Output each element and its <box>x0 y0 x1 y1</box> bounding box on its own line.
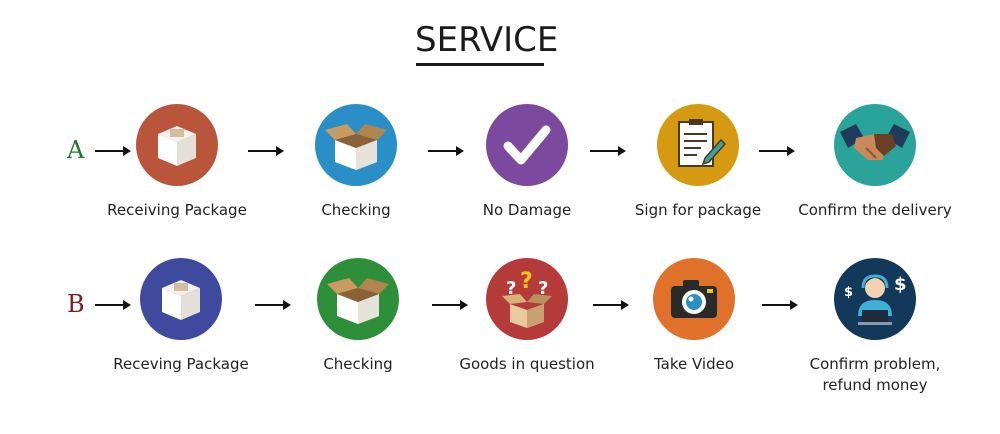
box-closed-icon <box>136 104 218 186</box>
box-open-icon <box>315 104 397 186</box>
step-label: Sign for package <box>634 201 762 219</box>
arrow-icon <box>593 300 629 310</box>
arrow-icon <box>762 300 798 310</box>
step-circle <box>315 104 397 186</box>
arrow-icon <box>432 300 468 310</box>
camera-icon <box>653 258 735 340</box>
step-circle <box>136 104 218 186</box>
step-label: Checking <box>321 201 391 219</box>
checkmark-icon <box>486 104 568 186</box>
step-circle <box>486 104 568 186</box>
box-closed-icon <box>140 258 222 340</box>
step-label: Goods in question <box>459 355 595 373</box>
arrow-icon <box>590 146 626 156</box>
arrow-icon <box>95 300 131 310</box>
step-label: Receiving Package <box>107 201 247 219</box>
row-letter-a: A <box>67 136 85 164</box>
title-underline <box>416 63 544 66</box>
step-label: Take Video <box>653 355 735 373</box>
step-circle: $ $ <box>834 258 916 340</box>
step-circle <box>657 104 739 186</box>
svg-text:$: $ <box>894 274 907 295</box>
step-label: Receving Package <box>113 355 249 373</box>
box-question-icon: ? ? ? <box>486 258 568 340</box>
document-sign-icon <box>657 104 739 186</box>
step-circle: ? ? ? <box>486 258 568 340</box>
svg-text:?: ? <box>506 278 516 299</box>
support-agent-icon: $ $ <box>834 258 916 340</box>
step-circle <box>317 258 399 340</box>
step-label: Confirm problem, refund money <box>809 355 941 394</box>
svg-text:?: ? <box>520 269 533 294</box>
arrow-icon <box>759 146 795 156</box>
handshake-icon <box>834 104 916 186</box>
box-open-icon <box>317 258 399 340</box>
step-circle <box>140 258 222 340</box>
step-circle <box>653 258 735 340</box>
arrow-icon <box>248 146 284 156</box>
arrow-icon <box>255 300 291 310</box>
step-label: No Damage <box>482 201 572 219</box>
process-row-b: B Receving Package Checking <box>0 258 1000 394</box>
arrow-icon <box>95 146 131 156</box>
row-letter-b: B <box>67 290 85 318</box>
process-row-a: A Receiving Package Checkin <box>0 104 1000 234</box>
arrow-icon <box>428 146 464 156</box>
step-label: Checking <box>323 355 393 373</box>
svg-text:?: ? <box>538 278 548 299</box>
svg-text:$: $ <box>844 285 853 300</box>
page-title: SERVICE <box>415 20 559 60</box>
step-circle <box>834 104 916 186</box>
step-label: Confirm the delivery <box>798 201 952 219</box>
